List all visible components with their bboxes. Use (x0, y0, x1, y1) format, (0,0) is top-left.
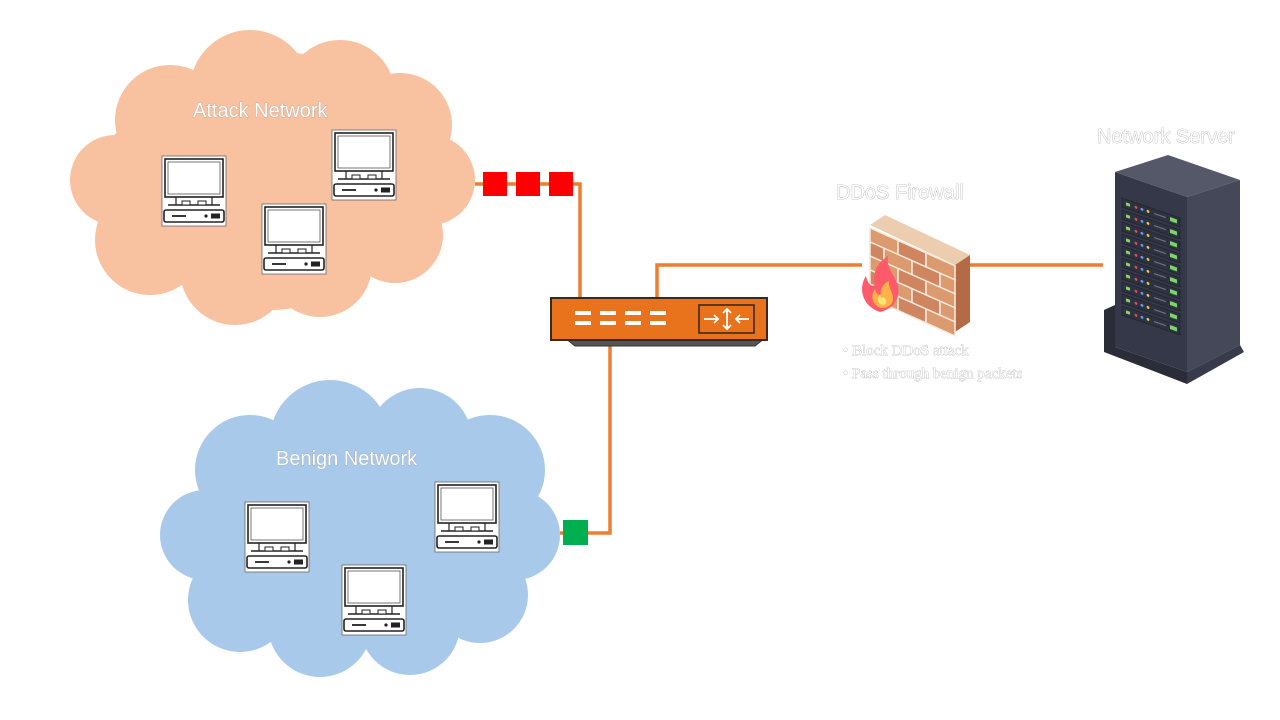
benign-computer-2 (434, 481, 500, 553)
firewall-bullet-1: • Block DDoS attack (843, 343, 969, 359)
ddos-firewall: DDoS Firewall (836, 182, 1023, 383)
attack-packet (549, 172, 573, 196)
firewall-bullets: • Block DDoS attack • Pass through benig… (843, 343, 1023, 383)
attack-network-cloud: Attack Network (70, 30, 475, 325)
link-attack-to-switch (475, 182, 582, 303)
attack-packet (483, 172, 507, 196)
firewall-label: DDoS Firewall (836, 182, 964, 204)
attack-packet (516, 172, 540, 196)
fire-icon (862, 256, 899, 312)
attack-network-label: Attack Network (193, 100, 328, 122)
server-label: Network Server (1097, 126, 1235, 148)
benign-computer-1 (244, 501, 310, 573)
benign-packet (563, 520, 588, 545)
attack-packets (483, 172, 573, 196)
attack-cloud-shape (70, 30, 475, 325)
firewall-bullet-2: • Pass through benign packets (843, 366, 1023, 382)
benign-computer-3 (341, 564, 407, 636)
attacker-computer-2 (331, 129, 397, 201)
network-switch (550, 297, 768, 347)
attacker-computer-3 (261, 203, 327, 275)
link-benign-to-switch (560, 340, 612, 535)
benign-network-label: Benign Network (276, 448, 418, 470)
link-switch-to-firewall (655, 263, 862, 303)
attacker-computer-1 (161, 155, 227, 227)
network-server: Network Server (1097, 126, 1244, 384)
benign-network-cloud: Benign Network (160, 380, 560, 677)
links (475, 182, 1103, 535)
server-rack-icon (1104, 155, 1244, 384)
